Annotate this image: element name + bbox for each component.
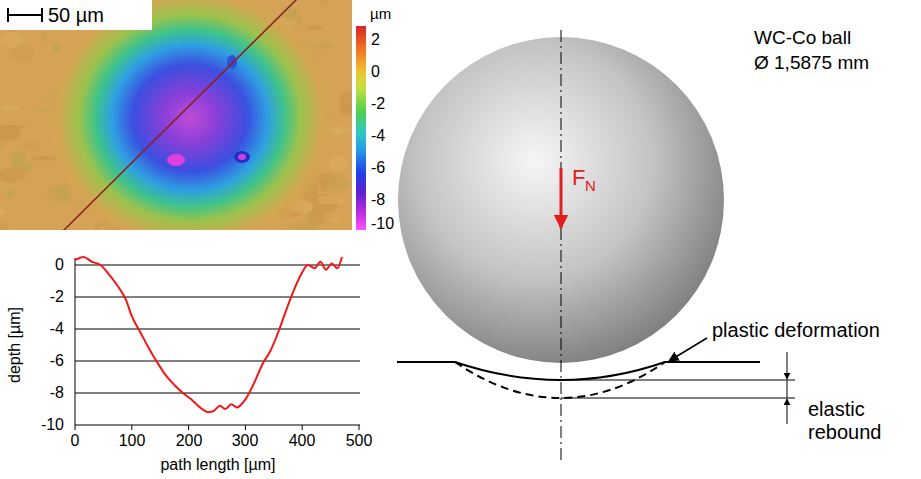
axis-title: depth [µm] (6, 307, 24, 383)
ball-sketch (397, 30, 795, 460)
height-map (0, 0, 352, 230)
grid-line (75, 361, 360, 362)
color-bar (356, 26, 366, 230)
callout-label: elastic rebound (808, 398, 908, 444)
callout-label: plastic deformation (712, 319, 880, 342)
axis-tick (245, 425, 246, 430)
texture-spot (0, 32, 24, 48)
axis-tick-label: 0 (55, 256, 64, 274)
dimension-arrow (787, 399, 788, 424)
axis-tick (75, 425, 76, 430)
colorbar-tick: -10 (371, 215, 394, 233)
colorbar-tick: 2 (371, 31, 380, 49)
texture-spot (1, 105, 20, 111)
texture-spot (12, 166, 27, 181)
texture-spot (41, 30, 48, 42)
spot (234, 151, 250, 163)
force-arrow (560, 168, 563, 228)
axis-tick-label: -6 (50, 352, 64, 370)
spot (238, 154, 246, 160)
axis-tick-label: 500 (346, 432, 373, 450)
dimension: Ø 1,5875 mm (754, 52, 869, 74)
axis-title: path length [µm] (160, 456, 275, 474)
texture-spot (6, 189, 15, 197)
axis-tick (302, 425, 303, 430)
axis-tick (188, 425, 189, 430)
texture-spot (306, 25, 324, 29)
texture-spot (24, 140, 40, 151)
force-subscript: N (585, 177, 596, 194)
scale-box (0, 0, 152, 30)
texture-spot (328, 178, 350, 191)
texture-spot (340, 103, 352, 115)
colorbar-tick: 0 (371, 63, 380, 81)
texture-spot (320, 0, 329, 5)
scale-label: 50 µm (48, 4, 104, 27)
axis-tick-label: 300 (232, 432, 259, 450)
axis-tick-label: 200 (176, 432, 203, 450)
spot (167, 154, 185, 166)
texture-spot (0, 208, 6, 215)
axis-tick-label: 0 (71, 432, 80, 450)
axis-tick-label: -10 (41, 416, 64, 434)
axis-line (561, 30, 562, 460)
part-name: WC-Co ball (754, 27, 851, 49)
colorbar-tick: -6 (371, 159, 385, 177)
grid-line (75, 297, 360, 298)
colorbar-tick: -8 (371, 191, 385, 209)
axis-tick-label: -4 (50, 320, 64, 338)
texture-spot (317, 196, 346, 204)
surface-line (397, 362, 760, 380)
grid-line (75, 329, 360, 330)
leader-line (669, 338, 707, 361)
section-line (62, 0, 298, 230)
profile-chart (75, 257, 360, 430)
axis-tick (131, 425, 132, 430)
chart-axis (75, 258, 360, 425)
crater (40, 0, 340, 230)
dimension-line (561, 380, 795, 381)
grid-line (75, 393, 360, 394)
texture-spot (0, 221, 10, 230)
axis-tick (359, 425, 360, 430)
axis-tick-label: 400 (289, 432, 316, 450)
axis-tick-label: 100 (119, 432, 146, 450)
axis-tick-label: -2 (50, 288, 64, 306)
texture-spot (0, 125, 26, 129)
texture-spot (307, 209, 324, 226)
dimension-arrow (787, 380, 788, 398)
unit-label: µm (370, 5, 391, 22)
depth-profile (75, 257, 342, 412)
scale-line (8, 8, 42, 22)
colorbar-tick: -2 (371, 95, 385, 113)
colorbar-tick: -4 (371, 127, 385, 145)
texture-spot (330, 217, 337, 222)
force-symbol: F (572, 165, 585, 190)
axis-tick-label: -8 (50, 384, 64, 402)
scale-bar (0, 0, 152, 30)
dimension-line (561, 398, 795, 399)
dimension-arrow (787, 352, 788, 379)
